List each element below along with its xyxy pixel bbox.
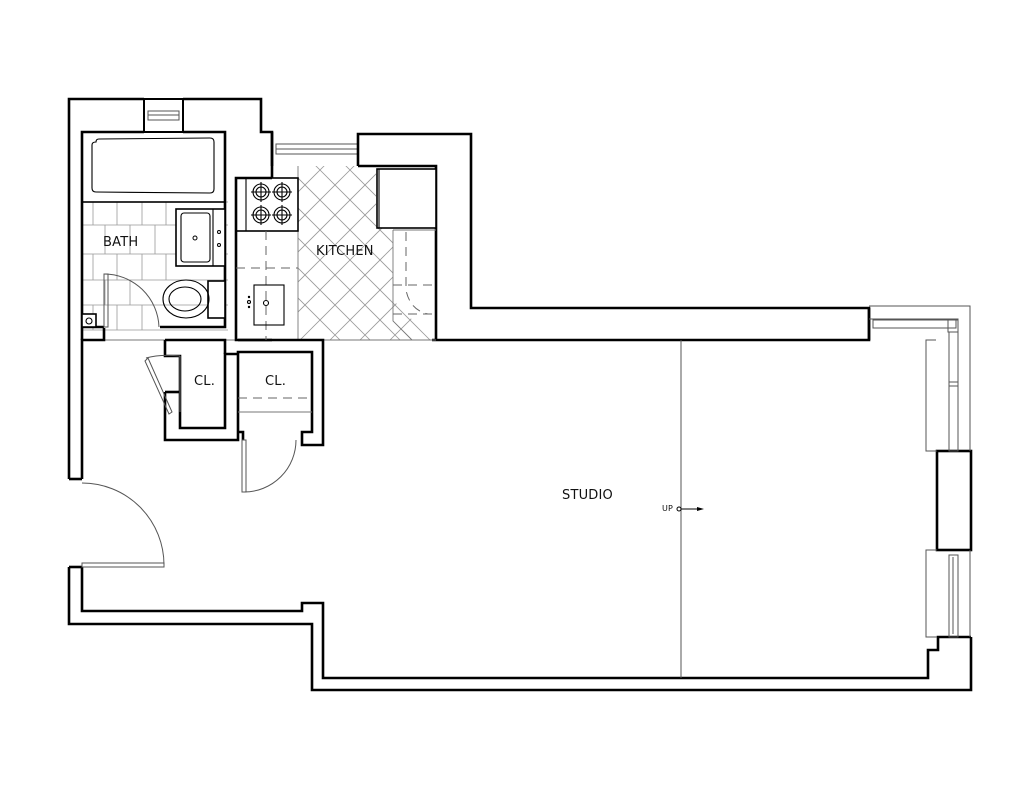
room-label-kitchen: KITCHEN	[316, 244, 374, 259]
floor-drain	[81, 313, 97, 328]
corner-windows	[869, 305, 971, 638]
bath-vanity	[175, 208, 226, 267]
bath-door	[103, 273, 160, 328]
up-arrow-icon	[676, 506, 704, 512]
kitchen-counter-right	[392, 229, 436, 341]
stair-up-label: UP	[662, 504, 674, 513]
refrigerator	[376, 168, 437, 229]
room-label-bath: BATH	[103, 235, 139, 250]
kitchen-tile-grid	[298, 166, 432, 340]
closet-right-door	[241, 439, 297, 493]
room-label-closet-right: CL.	[265, 374, 287, 389]
closet-left-door	[144, 354, 181, 415]
kitchen-counter-left	[236, 231, 298, 340]
walls	[67, 97, 973, 692]
room-label-studio: STUDIO	[562, 488, 613, 503]
entry-door	[81, 482, 165, 568]
room-label-closet-left: CL.	[194, 374, 216, 389]
toilet	[162, 279, 226, 319]
closet-right-shelf	[238, 397, 312, 413]
bath-tile-grid	[82, 201, 228, 331]
stove	[235, 177, 299, 232]
bathtub	[81, 131, 226, 203]
